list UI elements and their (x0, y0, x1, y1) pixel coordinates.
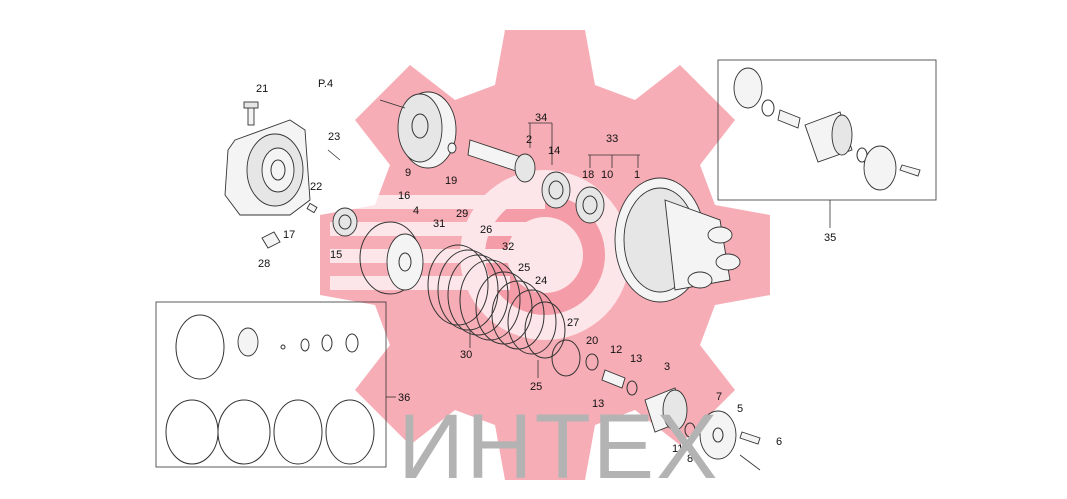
callout-15: 15 (330, 249, 342, 261)
callout-28: 28 (258, 258, 270, 270)
cam-plate (379, 91, 457, 169)
kit-box-35 (717, 59, 937, 201)
page-ref-label: P.4 (318, 78, 333, 90)
callout-25b: 25 (530, 381, 542, 393)
callout-19: 19 (445, 175, 457, 187)
callout-13b: 13 (592, 398, 604, 410)
callout-26: 26 (480, 224, 492, 236)
callout-17: 17 (283, 229, 295, 241)
drive-shaft (447, 139, 536, 183)
callout-35: 35 (824, 232, 836, 244)
callout-10: 10 (601, 169, 613, 181)
callout-11: 11 (672, 443, 683, 455)
leader-lines (386, 122, 831, 398)
callout-36: 36 (398, 392, 410, 404)
callout-5: 5 (737, 403, 743, 415)
motor-body-flange (614, 177, 741, 303)
callout-16: 16 (398, 190, 410, 202)
snap-ring-and-plate (359, 221, 424, 295)
callout-20: 20 (586, 335, 598, 347)
seal-kit-box-36 (155, 301, 387, 468)
callout-29: 29 (456, 208, 468, 220)
callout-8: 8 (687, 453, 693, 465)
callout-30: 30 (460, 349, 472, 361)
callout-22: 22 (310, 181, 322, 193)
callout-3: 3 (664, 361, 670, 373)
callout-21: 21 (256, 83, 268, 95)
valve-plate (699, 410, 761, 471)
callout-18: 18 (582, 169, 594, 181)
callout-labels: P.4 21 23 9 19 22 17 28 16 4 15 31 29 26… (256, 78, 836, 465)
callout-13: 13 (630, 353, 642, 365)
brake-disc-stack (427, 244, 581, 377)
callout-4: 4 (413, 205, 419, 217)
motor-housing (224, 101, 341, 249)
bearings (332, 171, 605, 237)
callout-14: 14 (548, 145, 560, 157)
spring-and-washers (585, 353, 638, 396)
cylinder-block (644, 387, 696, 438)
watermark-text: ИНТЕХ (398, 396, 720, 498)
callout-1: 1 (634, 169, 640, 181)
callout-2: 2 (526, 134, 532, 146)
callout-12: 12 (610, 344, 622, 356)
callout-31: 31 (433, 218, 445, 230)
callout-7: 7 (716, 391, 722, 403)
callout-6: 6 (776, 436, 782, 448)
callout-9: 9 (405, 167, 411, 179)
callout-23: 23 (328, 131, 340, 143)
callout-25: 25 (518, 262, 530, 274)
callout-27: 27 (567, 317, 579, 329)
callout-33: 33 (606, 133, 618, 145)
callout-24: 24 (535, 275, 547, 287)
callout-34: 34 (535, 112, 547, 124)
callout-32: 32 (502, 241, 514, 253)
